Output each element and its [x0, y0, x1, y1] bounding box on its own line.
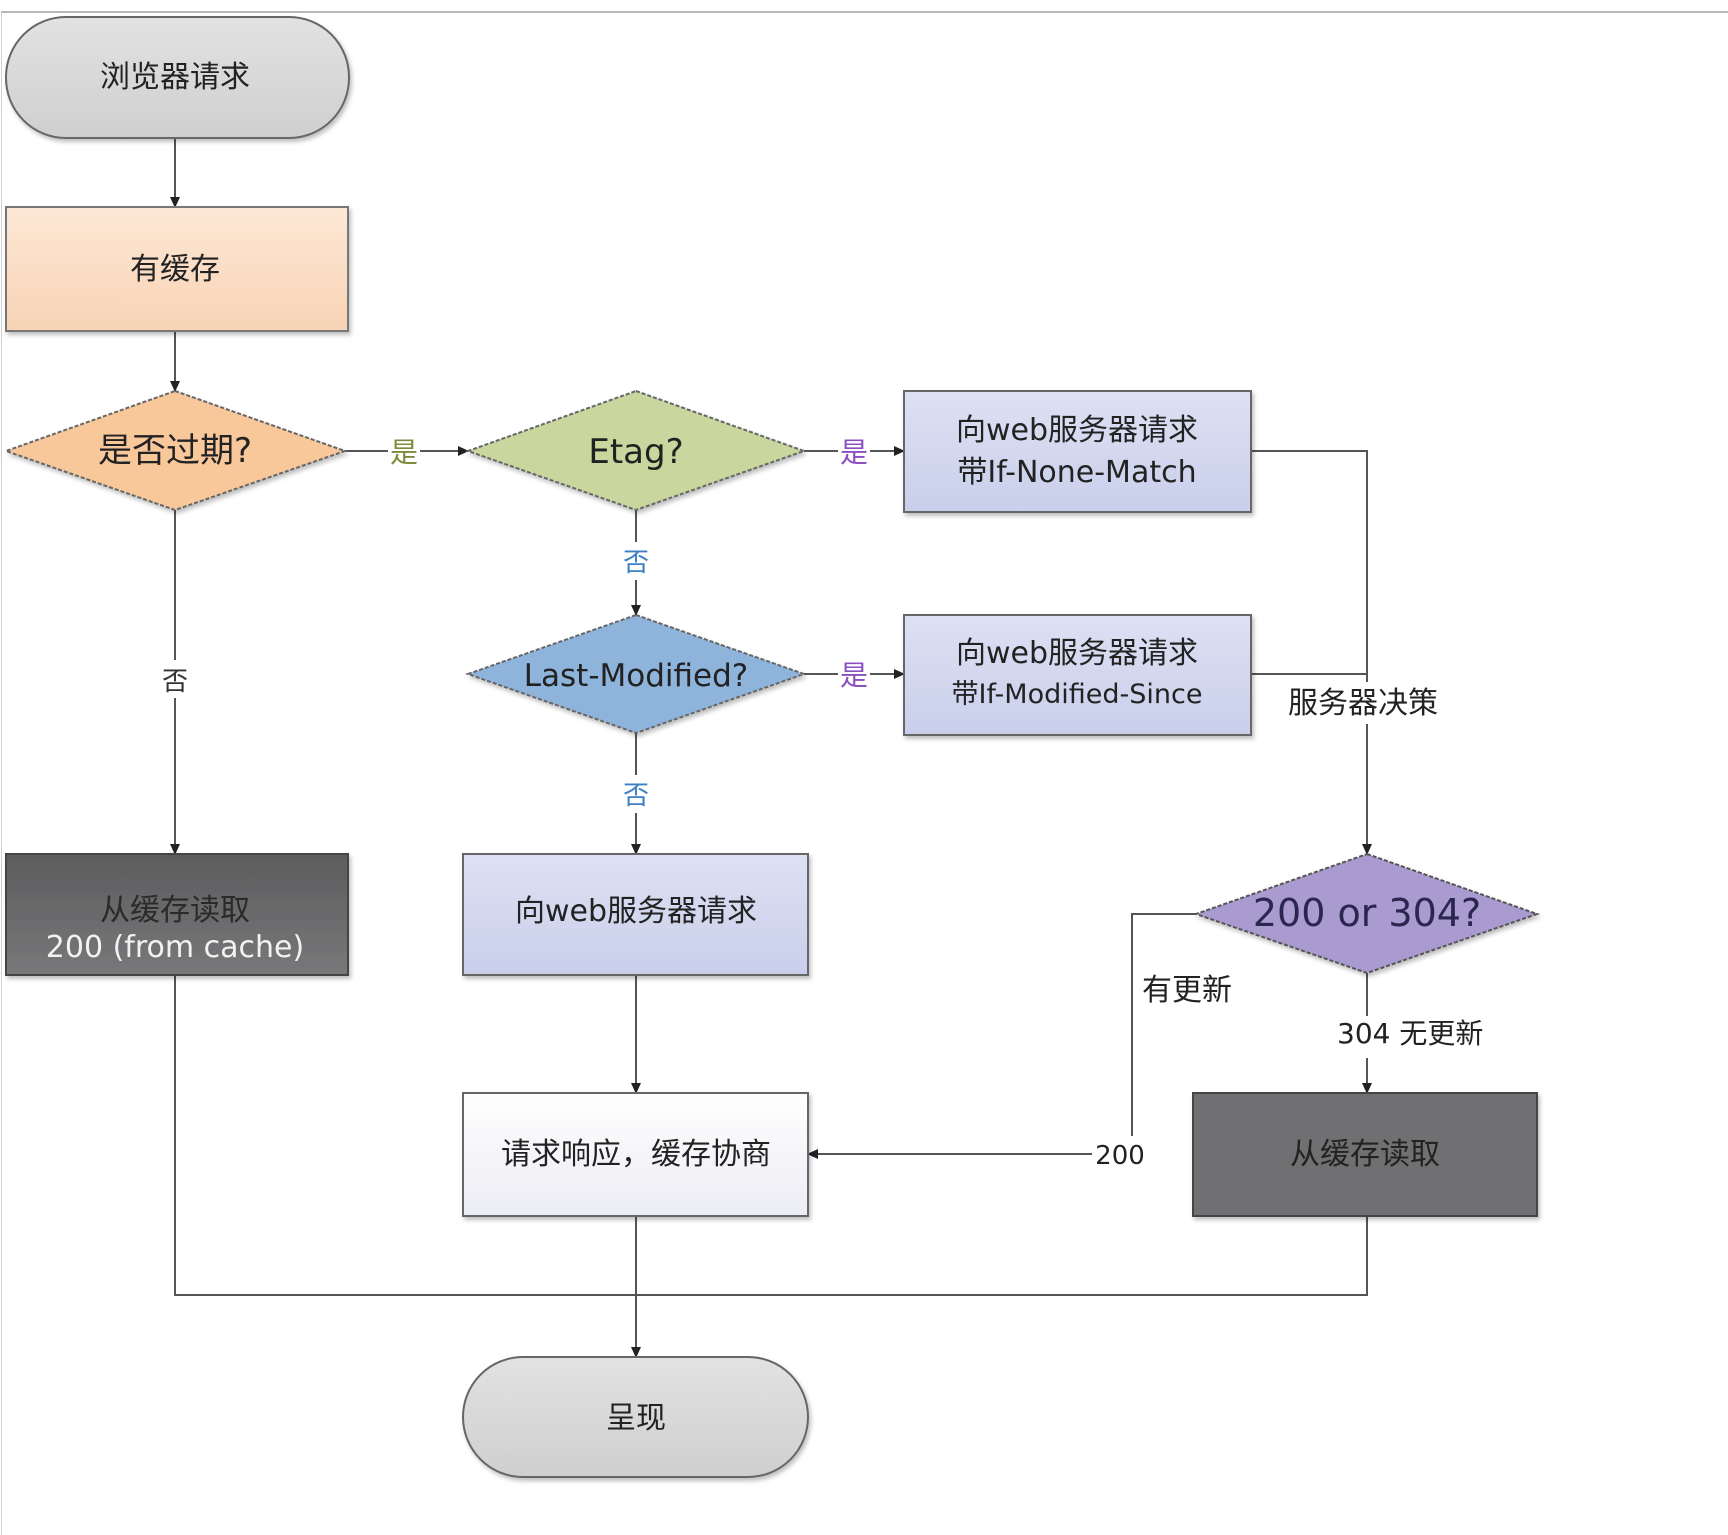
node-expired: 是否过期?	[2, 389, 349, 512]
node-status-decision-label: 200 or 304?	[1253, 891, 1481, 935]
label-expired-yes: 是	[390, 436, 418, 469]
node-status-decision: 200 or 304?	[1192, 852, 1541, 975]
node-etag-label: Etag?	[588, 432, 683, 472]
label-not-modified: 304 无更新	[1337, 1017, 1483, 1050]
label-etag-no: 否	[623, 548, 649, 578]
label-etag-yes: 是	[840, 436, 868, 469]
node-has-cache: 有缓存	[5, 206, 349, 332]
node-inm-line1: 向web服务器请求	[956, 413, 1198, 448]
node-req-server: 向web服务器请求	[462, 853, 809, 976]
node-last-modified-label: Last-Modified?	[524, 658, 749, 694]
node-has-cache-label: 有缓存	[130, 252, 220, 287]
edge-status-to-response	[807, 913, 1196, 1159]
node-etag: Etag?	[465, 389, 807, 512]
label-updated: 有更新	[1142, 973, 1232, 1008]
edge-labels: 是 否 是 否 是 否 服务器决策 有更新 304 无更新 200	[159, 432, 1510, 1172]
node-response-negotiate-label: 请求响应，缓存协商	[501, 1137, 771, 1172]
node-render-label: 呈现	[606, 1401, 666, 1436]
node-last-modified: Last-Modified?	[464, 613, 808, 735]
label-expired-no: 否	[162, 667, 188, 697]
node-start: 浏览器请求	[5, 16, 350, 139]
canvas-frame	[1, 11, 1728, 1535]
node-read-cache-200-line1: 从缓存读取	[100, 893, 250, 928]
node-read-cache-304: 从缓存读取	[1192, 1092, 1538, 1217]
node-inm-line2: 带If-None-Match	[957, 455, 1196, 490]
node-req-if-modified-since: 向web服务器请求 带If-Modified-Since	[903, 614, 1252, 736]
node-read-cache-200-line2: 200 (from cache)	[46, 930, 304, 965]
label-lm-no: 否	[623, 781, 649, 811]
node-read-cache-304-label: 从缓存读取	[1290, 1137, 1440, 1172]
node-ims-line1: 向web服务器请求	[956, 636, 1198, 671]
label-server-decision: 服务器决策	[1288, 686, 1438, 721]
label-lm-yes: 是	[840, 659, 868, 692]
node-start-label: 浏览器请求	[100, 60, 250, 95]
label-code-200: 200	[1095, 1141, 1145, 1171]
node-response-negotiate: 请求响应，缓存协商	[462, 1092, 809, 1217]
node-req-server-label: 向web服务器请求	[515, 894, 757, 929]
edge-inm-to-status	[1251, 450, 1372, 855]
node-render: 呈现	[462, 1356, 809, 1478]
node-ims-line2: 带If-Modified-Since	[952, 679, 1203, 710]
node-req-if-none-match: 向web服务器请求 带If-None-Match	[903, 390, 1252, 513]
node-expired-label: 是否过期?	[98, 431, 252, 471]
node-read-cache-200: 从缓存读取 200 (from cache)	[5, 853, 349, 976]
edge-bottom-merge	[174, 975, 1368, 1296]
